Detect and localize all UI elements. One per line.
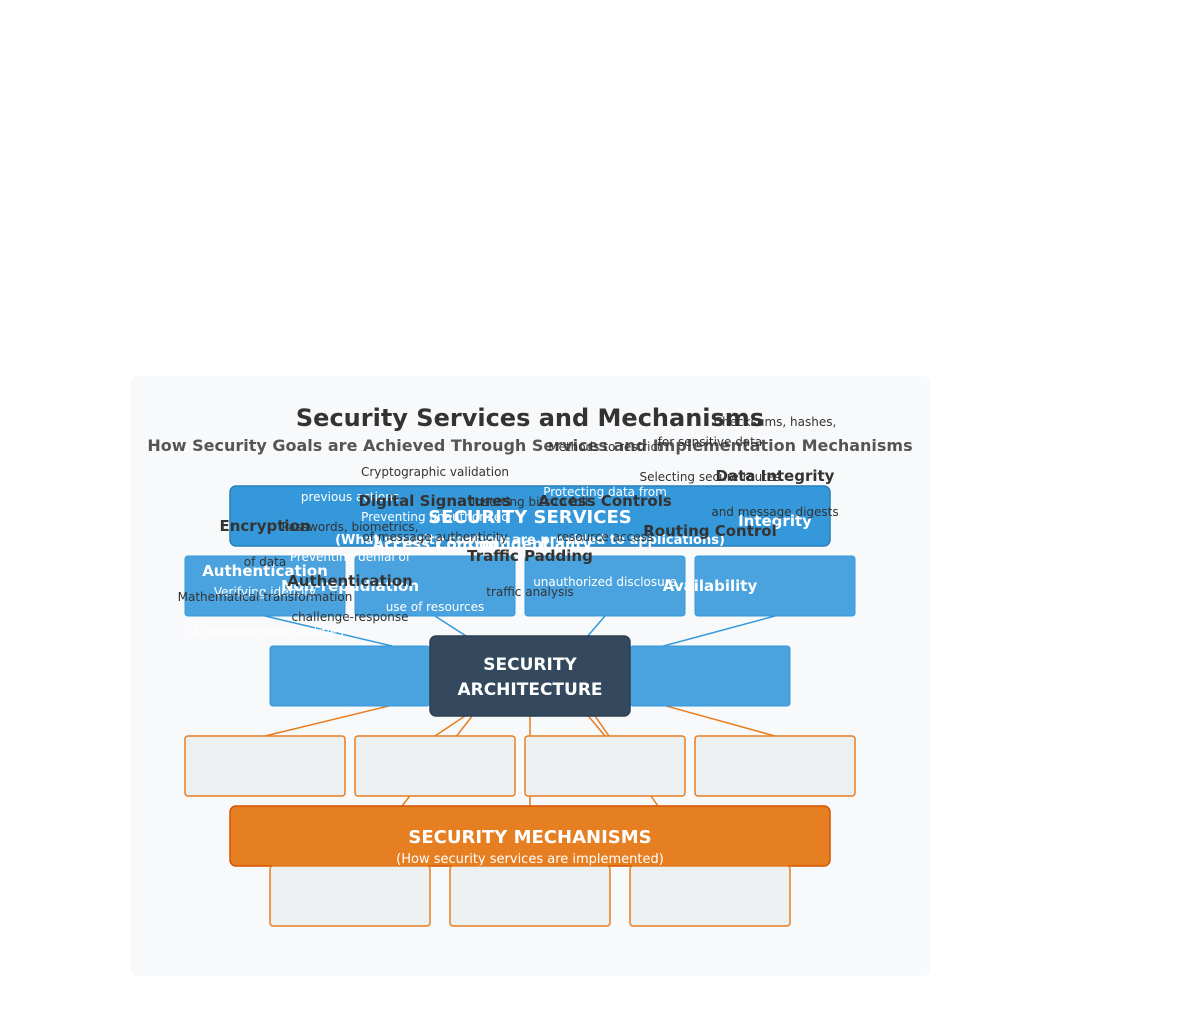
mechanism-box-4	[694, 735, 856, 797]
mechanism-desc-routing-control-2: for sensitive data	[658, 435, 763, 449]
service-desc-access-control-2: use of resources	[386, 600, 485, 614]
security-services-band	[229, 485, 831, 547]
diagram-subtitle: How Security Goals are Achieved Through …	[147, 436, 912, 455]
mechanism-desc-encryption-1: Mathematical transformation	[178, 590, 353, 604]
mechanism-box-2	[354, 735, 516, 797]
service-box-integrity	[629, 645, 791, 707]
mechanism-label-encryption: Encryption	[219, 517, 310, 535]
mechanism-desc-data-integrity-1: Checksums, hashes,	[714, 415, 837, 429]
service-desc-access-control-1: Preventing unauthorized	[361, 510, 509, 524]
mechanism-labels: Encryption Mathematical transformation o…	[178, 415, 839, 624]
mechanism-box-5	[269, 865, 431, 927]
service-labels: Authentication Verifying identity of com…	[187, 485, 813, 639]
mechanism-desc-authentication-1: Passwords, biometrics,	[282, 520, 419, 534]
mechanism-desc-digital-signatures-2: of message authenticity	[362, 530, 507, 544]
service-desc-authentication-1: Verifying identity	[214, 585, 316, 599]
mechanism-box-7	[629, 865, 791, 927]
service-label-integrity: Integrity	[738, 512, 812, 530]
security-mechanisms-subtitle: (How security services are implemented)	[396, 852, 664, 867]
mechanism-label-routing-control: Routing Control	[643, 522, 777, 540]
security-services-title: SECURITY SERVICES	[428, 507, 631, 528]
service-box-access-control	[269, 645, 431, 707]
mechanism-label-authentication: Authentication	[287, 572, 413, 590]
architecture-label-line1: SECURITY	[483, 655, 577, 675]
security-mechanisms-title: SECURITY MECHANISMS	[408, 827, 651, 848]
mechanism-box-6	[449, 865, 611, 927]
service-desc-confidentiality-1: Protecting data from	[543, 485, 667, 499]
mechanism-desc-encryption-2: of data	[244, 555, 286, 569]
mechanism-box-3	[524, 735, 686, 797]
mechanism-desc-access-controls-1: Methods to restrict	[548, 440, 662, 454]
diagram-title: Security Services and Mechanisms	[296, 404, 764, 432]
mechanism-label-access-controls: Access Controls	[538, 492, 672, 510]
service-label-confidentiality: Confidentiality	[468, 535, 593, 553]
service-desc-non-repudiation-2: previous actions	[301, 490, 399, 504]
service-desc-non-repudiation-1: Preventing denial of	[290, 550, 411, 564]
mechanism-box-1	[184, 735, 346, 797]
mechanism-label-data-integrity: Data Integrity	[716, 467, 835, 485]
mechanism-desc-access-controls-2: resource access	[557, 530, 653, 544]
service-box-authentication	[184, 555, 346, 617]
service-desc-confidentiality-2: unauthorized disclosure	[533, 575, 677, 589]
mechanism-desc-routing-control-1: Selecting secure routes	[639, 470, 780, 484]
service-box-availability	[694, 555, 856, 617]
service-label-authentication: Authentication	[202, 562, 328, 580]
mechanism-label-traffic-padding: Traffic Padding	[467, 547, 593, 565]
architecture-label-line2: ARCHITECTURE	[457, 680, 602, 700]
service-label-access-control: Access Control	[373, 535, 498, 553]
mechanism-desc-traffic-padding-2: traffic analysis	[486, 585, 574, 599]
service-desc-authentication-2: of communicating entities	[187, 625, 344, 639]
service-box-non-repudiation	[354, 555, 516, 617]
mechanism-desc-data-integrity-2: and message digests	[711, 505, 838, 519]
service-label-non-repudiation: Non-repudiation	[281, 577, 419, 595]
mechanism-desc-digital-signatures-1: Cryptographic validation	[361, 465, 509, 479]
service-box-confidentiality	[524, 555, 686, 617]
mechanism-label-digital-signatures: Digital Signatures	[359, 492, 512, 510]
mechanism-desc-traffic-padding-1: Inserting bits to foil	[472, 495, 589, 509]
security-architecture-box	[429, 635, 631, 717]
mechanism-desc-authentication-2: challenge-response	[291, 610, 408, 624]
security-services-subtitle: (What security controls are provided to …	[335, 533, 725, 548]
service-label-availability: Availability	[663, 577, 758, 595]
